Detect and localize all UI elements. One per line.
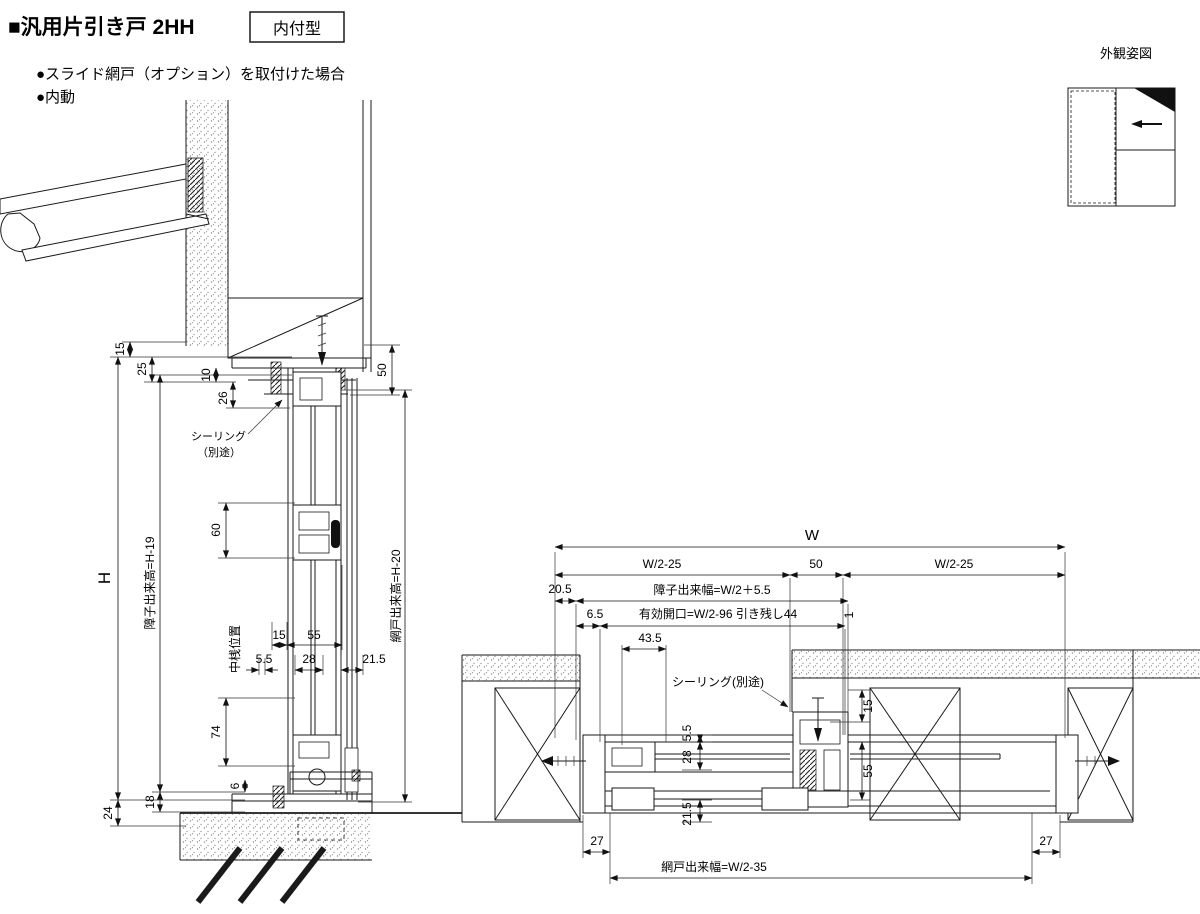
- handle: [331, 520, 340, 548]
- dim-50: 50: [375, 363, 389, 377]
- bottom-rail: [292, 734, 342, 792]
- page-title: ■汎用片引き戸 2HH: [8, 16, 195, 39]
- dim-shoji-width: 障子出来幅=W/2＋5.5: [653, 582, 770, 597]
- dim-1: 1: [842, 611, 856, 618]
- horizontal-section-drawing: [461, 649, 1200, 823]
- left-screw-icon: [541, 756, 586, 766]
- appearance-outline: [1067, 87, 1176, 207]
- vertical-section-drawing: [0, 100, 462, 904]
- right-screw-icon: [1075, 756, 1120, 766]
- dim-74: 74: [209, 725, 223, 739]
- dim-6: 6: [228, 782, 242, 789]
- dim-43-5: 43.5: [638, 631, 662, 645]
- vertical-section-dimensions: H 障子出来高=H-19 網戸出来高=H-20 50 15 25 10 26 6…: [95, 341, 412, 827]
- corner-triangle-mark: [1134, 88, 1175, 112]
- sealing-label-2: （別途）: [197, 445, 241, 459]
- dim-15: 15: [861, 699, 875, 713]
- dim-28: 28: [302, 652, 316, 666]
- roller: [308, 768, 326, 786]
- note-2: ●内動: [36, 89, 75, 106]
- slide-direction-arrow-icon: [1131, 120, 1142, 128]
- label-nakazan: 中桟位置: [227, 625, 242, 673]
- sliding-panel: [604, 711, 1001, 808]
- dim-28: 28: [680, 750, 694, 764]
- dim-6-5: 6.5: [587, 607, 604, 621]
- eave-profile: [0, 163, 210, 262]
- appearance-title: 外観姿図: [1100, 46, 1152, 61]
- dim-20-5: 20.5: [548, 582, 572, 596]
- dim-27-left: 27: [590, 834, 604, 848]
- dim-shoji-height: 障子出来高=H-19: [142, 536, 157, 629]
- dim-27-right: 27: [1039, 834, 1053, 848]
- sealing-label-1: シーリング: [191, 429, 246, 443]
- dim-amido-width: 網戸出来幅=W/2-35: [661, 859, 767, 874]
- note-1: ●スライド網戸（オプション）を取付けた場合: [36, 66, 345, 83]
- screen-panel-dashed: [1070, 90, 1116, 204]
- dim-24: 24: [101, 806, 115, 820]
- header: ■汎用片引き戸 2HH 内付型 ●スライド網戸（オプション）を取付けた場合 ●内…: [8, 11, 345, 106]
- dim-55: 55: [861, 764, 875, 778]
- horizontal-section-dimensions: W W/2-25 50 W/2-25 20.5 障子出来幅=W/2＋5.5 6.…: [548, 527, 1066, 884]
- dim-H: H: [95, 572, 114, 584]
- dim-W: W: [805, 527, 820, 544]
- door-panel: [287, 368, 359, 800]
- screen-panel: [605, 787, 1050, 811]
- dim-5-5: 5.5: [680, 724, 694, 741]
- dim-10: 10: [199, 368, 213, 382]
- wall-anchor-hatch: [187, 157, 204, 213]
- sill-frame: [231, 769, 373, 813]
- dim-21-5: 21.5: [680, 802, 694, 826]
- dim-21-5: 21.5: [362, 652, 386, 666]
- dim-26: 26: [216, 391, 230, 405]
- dim-w2-25-right: W/2-25: [935, 557, 974, 571]
- type-badge-frame: [249, 11, 345, 43]
- dim-18: 18: [143, 795, 157, 809]
- head-screw-icon: [316, 315, 328, 366]
- appearance-figure: 外観姿図: [1067, 46, 1176, 207]
- type-badge-label: 内付型: [273, 20, 321, 38]
- ground: [179, 812, 462, 904]
- dim-w2-25-left: W/2-25: [643, 557, 682, 571]
- dim-60: 60: [209, 523, 223, 537]
- dim-15-mid: 15: [272, 628, 286, 642]
- sealing-label: シーリング(別途): [672, 674, 764, 689]
- dim-yuko-kaiko: 有効開口=W/2-96 引き残し44: [639, 606, 798, 621]
- dim-5-5: 5.5: [256, 652, 273, 666]
- center-screw-icon: [812, 697, 824, 742]
- dim-55: 55: [307, 628, 321, 642]
- dim-25: 25: [135, 362, 149, 376]
- dim-15-top: 15: [113, 342, 127, 356]
- dim-50: 50: [809, 557, 823, 571]
- dim-amido-height: 網戸出来高=H-20: [388, 549, 403, 642]
